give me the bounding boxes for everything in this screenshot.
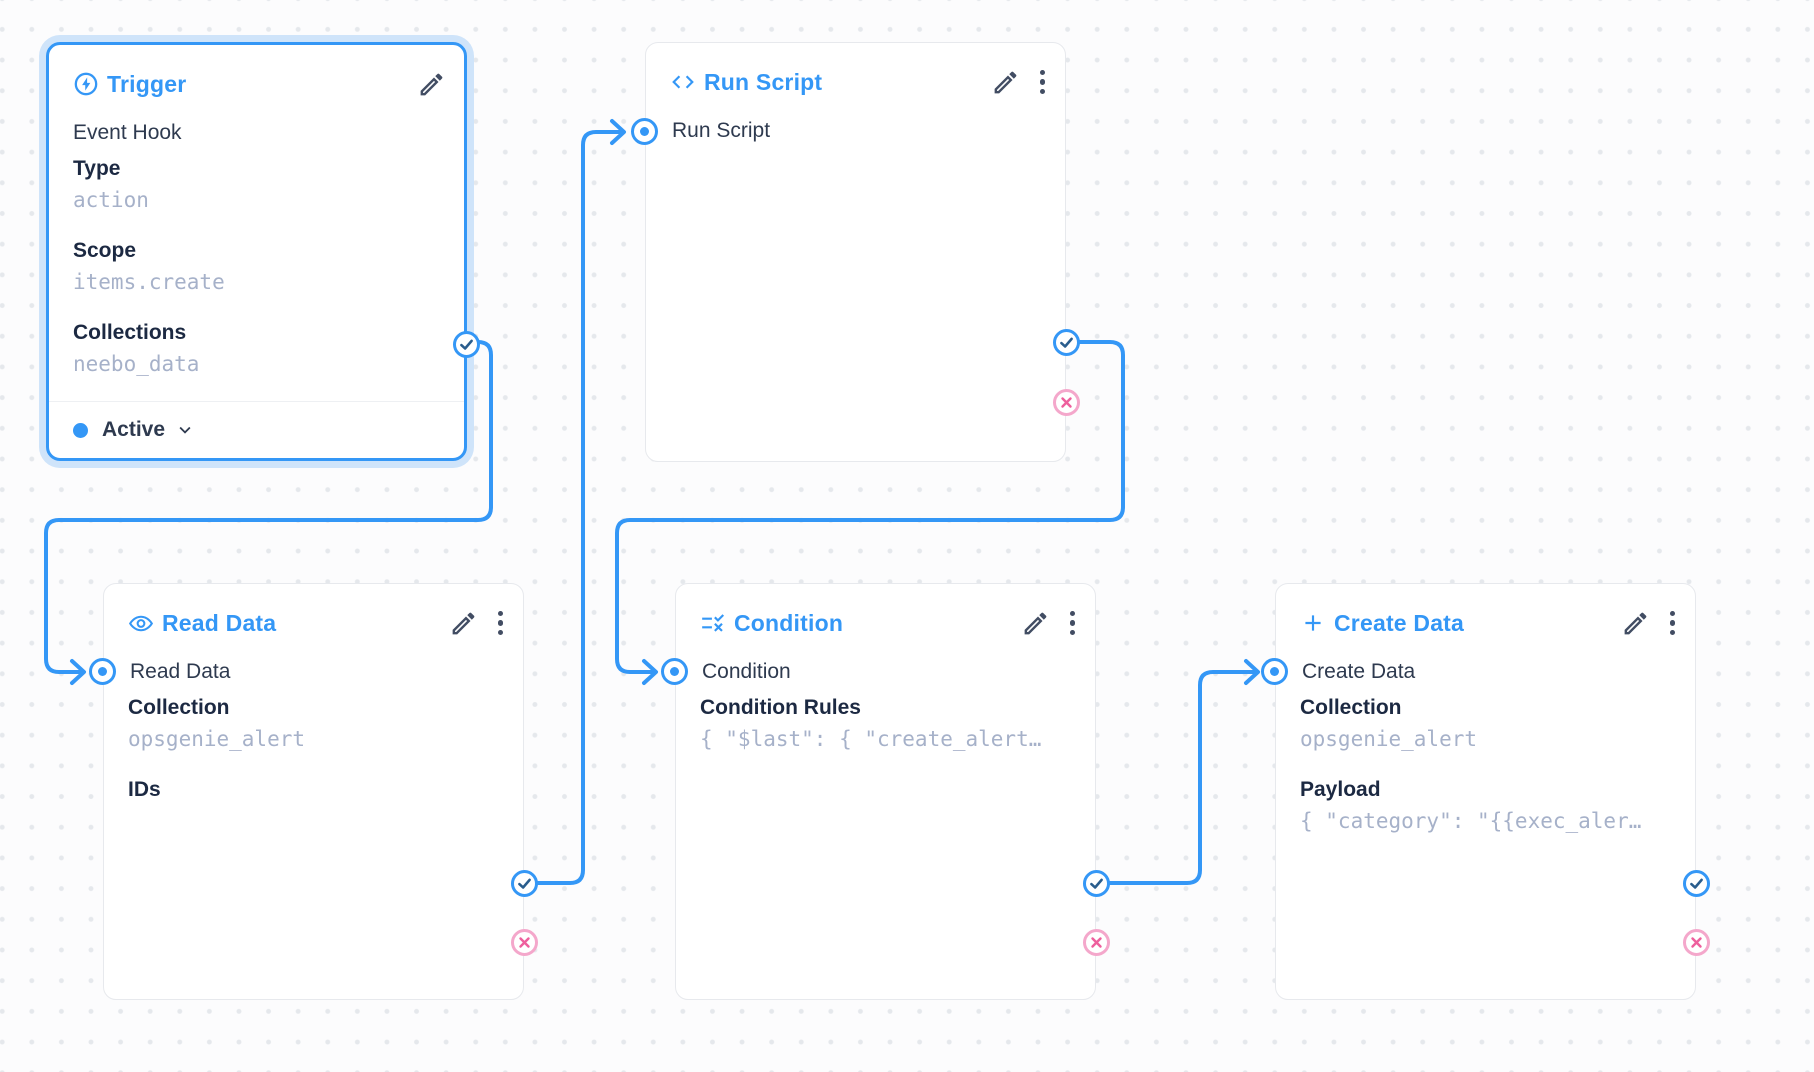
field-value: action — [73, 188, 149, 212]
field-label: IDs — [128, 778, 161, 801]
field-value: opsgenie_alert — [1300, 727, 1478, 751]
field-value: neebo_data — [73, 352, 200, 376]
node-run-script[interactable]: Run Script Run Script — [631, 42, 1080, 462]
field-value: items.create — [73, 270, 225, 294]
node-title: Read Data — [162, 609, 277, 636]
input-port-read-data[interactable] — [89, 658, 116, 685]
reject-port-condition[interactable] — [1083, 929, 1110, 956]
input-port-label: Read Data — [130, 660, 231, 683]
chevron-down-icon — [174, 419, 196, 441]
field-label: Scope — [73, 239, 137, 262]
status-dot — [73, 422, 88, 438]
resolve-port-trigger[interactable] — [453, 331, 480, 358]
node-header: Create Data — [1300, 608, 1677, 638]
pencil-icon[interactable] — [449, 609, 478, 638]
eye-icon — [128, 610, 154, 636]
arrowhead-run-script — [610, 119, 626, 145]
reject-port-create-data[interactable] — [1683, 929, 1710, 956]
field-value: { "category": "{{exec_aler… — [1300, 809, 1642, 833]
node-title: Trigger — [107, 70, 187, 97]
edge-condition-to-create-data — [1108, 670, 1258, 885]
kebab-menu-icon[interactable] — [1668, 609, 1678, 638]
rule-check-x-icon — [700, 610, 726, 636]
kebab-menu-icon[interactable] — [496, 609, 506, 638]
field-label: Collections — [73, 321, 187, 344]
kebab-menu-icon[interactable] — [1068, 609, 1078, 638]
node-title: Run Script — [704, 68, 823, 95]
bolt-circle-icon — [73, 71, 99, 97]
node-read-data[interactable]: Read Data Read Data Collection opsgenie_… — [89, 583, 538, 1000]
resolve-port-create-data[interactable] — [1683, 870, 1710, 897]
field-label: Collection — [1300, 696, 1402, 719]
node-create-data[interactable]: Create Data Create Data Collection opsge… — [1261, 583, 1710, 1000]
node-header: Condition — [700, 608, 1077, 638]
field-label: Type — [73, 157, 121, 180]
status-label: Active — [102, 418, 166, 441]
input-port-condition[interactable] — [661, 658, 688, 685]
node-header: Trigger — [73, 69, 446, 99]
trigger-status-dropdown[interactable]: Active — [49, 401, 464, 458]
node-header: Run Script — [670, 67, 1047, 97]
arrowhead-create-data — [1244, 659, 1260, 685]
edge-trigger-to-read-data — [44, 340, 493, 674]
trigger-type-label: Event Hook — [73, 121, 182, 144]
field-label: Payload — [1300, 778, 1381, 801]
pencil-icon[interactable] — [1021, 609, 1050, 638]
input-port-label: Run Script — [672, 119, 771, 142]
code-brackets-icon — [670, 69, 696, 95]
node-title: Condition — [734, 609, 844, 636]
edge-read-data-to-run-script — [535, 130, 624, 885]
reject-port-run-script[interactable] — [1053, 389, 1080, 416]
resolve-port-condition[interactable] — [1083, 870, 1110, 897]
pencil-icon[interactable] — [991, 68, 1020, 97]
field-label: Condition Rules — [700, 696, 861, 719]
input-port-label: Condition — [702, 660, 791, 683]
pencil-icon[interactable] — [1621, 609, 1650, 638]
resolve-port-run-script[interactable] — [1053, 329, 1080, 356]
input-port-run-script[interactable] — [631, 118, 658, 145]
arrowhead-read-data — [70, 659, 86, 685]
kebab-menu-icon[interactable] — [1038, 68, 1048, 97]
plus-icon — [1300, 610, 1326, 636]
input-port-create-data[interactable] — [1261, 658, 1288, 685]
node-title: Create Data — [1334, 609, 1465, 636]
node-trigger[interactable]: Trigger Event Hook Type action Scope ite… — [46, 42, 480, 461]
field-value: opsgenie_alert — [128, 727, 306, 751]
field-value: { "$last": { "create_alert… — [700, 727, 1042, 751]
arrowhead-condition — [642, 659, 658, 685]
resolve-port-read-data[interactable] — [511, 870, 538, 897]
edge-run-script-to-condition — [615, 340, 1125, 674]
input-port-label: Create Data — [1302, 660, 1416, 683]
node-condition[interactable]: Condition Condition Condition Rules { "$… — [661, 583, 1110, 1000]
reject-port-read-data[interactable] — [511, 929, 538, 956]
field-label: Collection — [128, 696, 230, 719]
node-header: Read Data — [128, 608, 505, 638]
pencil-icon[interactable] — [417, 70, 446, 99]
